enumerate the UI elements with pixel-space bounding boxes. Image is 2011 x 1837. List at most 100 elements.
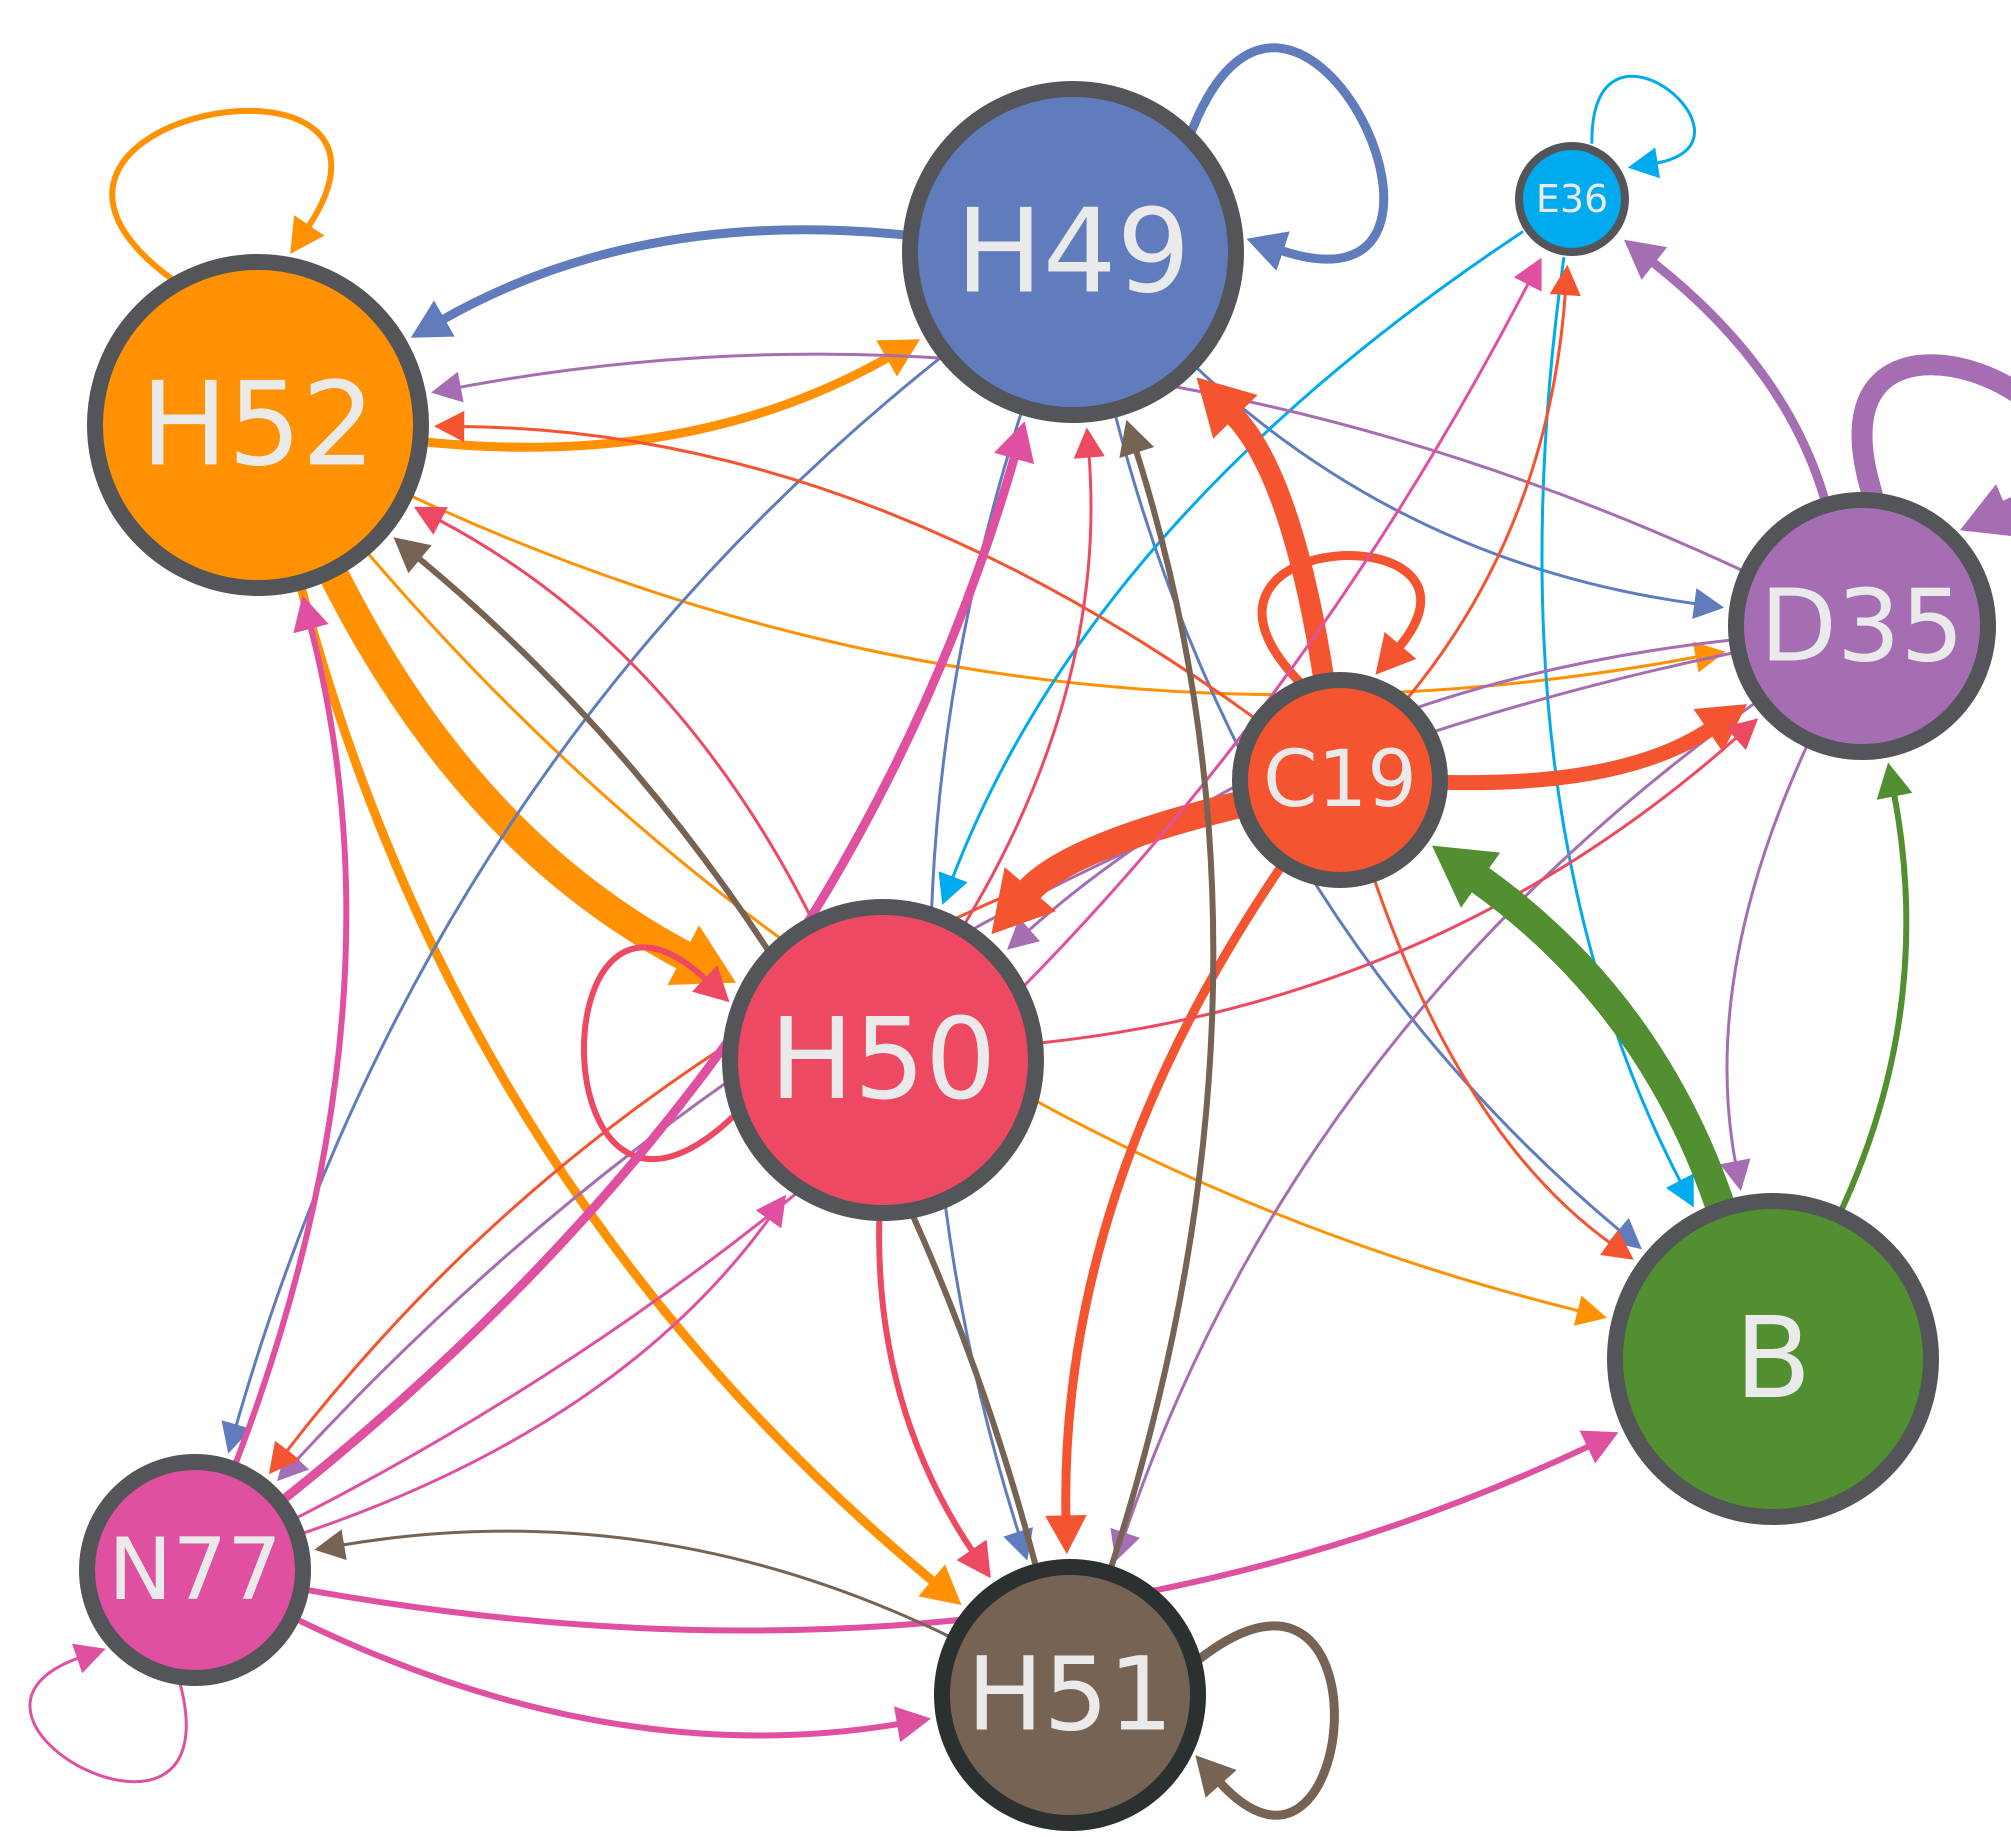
node-h52-label: H52 [141, 358, 376, 493]
edge-n77-to-h49-arrowhead [994, 421, 1035, 465]
edge-c19-to-c19-line [1257, 551, 1426, 686]
edge-h49-to-n77-arrowhead [221, 1420, 252, 1454]
node-c19-label: C19 [1263, 735, 1417, 825]
edge-c19-to-d35-line [1439, 720, 1719, 791]
edge-h51-to-h49-arrowhead [1119, 419, 1155, 458]
edge-h49-to-h49 [1187, 43, 1389, 271]
edge-n77-to-b-arrowhead [1579, 1430, 1619, 1464]
edge-h49-to-d35 [1195, 366, 1725, 619]
edge-h52-to-h50 [319, 561, 736, 985]
edge-h52-to-h52 [109, 107, 335, 282]
edge-b-to-c19-line [1462, 862, 1735, 1218]
edge-c19-to-h52-line [458, 425, 1255, 719]
edge-d35-to-b [1719, 745, 1808, 1191]
edge-c19-to-n77 [268, 809, 1240, 1475]
edge-h52-to-h50-line [319, 561, 702, 972]
edge-d35-to-e36-arrowhead [1624, 239, 1668, 280]
edge-h52-to-h50-arrowhead [667, 925, 736, 985]
edge-d35-to-b-line [1725, 745, 1808, 1167]
node-n77-circle[interactable] [79, 1454, 311, 1686]
edge-h50-to-d35 [1040, 718, 1759, 1045]
node-h51[interactable]: H51 [934, 1559, 1206, 1831]
edge-h51-to-n77-arrowhead [314, 1529, 347, 1561]
edge-c19-to-e36-line [1406, 289, 1567, 699]
edge-n77-to-h51-arrowhead [894, 1706, 931, 1743]
node-h49-circle[interactable] [902, 81, 1244, 423]
edge-c19-to-h51-arrowhead [1045, 1515, 1087, 1554]
edge-c19-to-h51-line [1061, 864, 1285, 1524]
node-e36-circle[interactable] [1515, 142, 1629, 256]
edge-h49-to-h49-arrowhead [1246, 231, 1290, 271]
edge-h51-to-n77-line [338, 1529, 950, 1638]
node-c19[interactable]: C19 [1232, 672, 1448, 888]
edge-h50-to-h49 [963, 427, 1105, 925]
node-h50-circle[interactable] [722, 899, 1044, 1221]
edge-c19-to-c19 [1257, 551, 1426, 686]
node-d35[interactable]: D35 [1728, 492, 1996, 760]
edge-d35-to-d35-arrowhead [1959, 484, 2011, 536]
edge-n77-to-n77 [28, 1643, 188, 1784]
edge-h52-to-h51-line [297, 584, 940, 1588]
edge-e36-to-b-arrowhead [1666, 1173, 1694, 1208]
edge-c19-to-n77-arrowhead [268, 1440, 300, 1475]
edge-h51-to-n77 [314, 1529, 950, 1638]
edge-c19-to-b-line [1373, 879, 1614, 1247]
node-d35-circle[interactable] [1728, 492, 1996, 760]
edge-h50-to-d35-line [1040, 734, 1741, 1045]
edge-h50-to-h52-arrowhead [413, 506, 448, 535]
edge-b-to-d35-line [1838, 789, 1910, 1213]
edge-c19-to-h50-arrowhead [991, 867, 1056, 935]
edge-h50-to-h50 [581, 944, 737, 1162]
edge-h50-to-h49-line [963, 452, 1093, 925]
edge-b-to-c19 [1432, 845, 1735, 1218]
edge-h52-to-h49 [422, 339, 921, 452]
edge-h52-to-d35 [410, 495, 1726, 697]
edge-h50-to-h52 [413, 506, 813, 919]
node-d35-label: D35 [1760, 568, 1964, 685]
edge-d35-to-b-arrowhead [1719, 1158, 1751, 1191]
edge-h50-to-h51-arrowhead [956, 1539, 991, 1579]
edge-h50-to-h50-arrowhead [692, 965, 730, 1003]
node-h49[interactable]: H49 [902, 81, 1244, 423]
edge-h52-to-d35-line [410, 495, 1702, 697]
node-n77[interactable]: N77 [79, 1454, 311, 1686]
edge-d35-to-e36 [1624, 239, 1829, 503]
edge-n77-to-h51-line [295, 1617, 904, 1739]
edge-c19-to-h52 [434, 410, 1255, 719]
edge-n77-to-h52-line [233, 621, 350, 1466]
edge-c19-to-d35 [1439, 704, 1747, 791]
node-h52[interactable]: H52 [87, 254, 429, 596]
edge-n77-to-h51 [295, 1617, 931, 1743]
edge-b-to-d35-arrowhead [1876, 762, 1913, 800]
edge-c19-to-h52-arrowhead [434, 410, 465, 443]
node-e36[interactable]: E36 [1515, 142, 1629, 256]
edge-h52-to-h49-arrowhead [876, 339, 921, 377]
edge-n77-to-h50-line [302, 1214, 773, 1535]
edge-h51-to-h51-line [1195, 1621, 1339, 1820]
node-c19-circle[interactable] [1232, 672, 1448, 888]
node-b-circle[interactable] [1607, 1193, 1939, 1525]
node-h50[interactable]: H50 [722, 899, 1044, 1221]
node-h52-circle[interactable] [87, 254, 429, 596]
edge-h51-to-h51-arrowhead [1195, 1755, 1237, 1798]
node-e36-label: E36 [1536, 177, 1608, 221]
edge-d35-to-h52-arrowhead [431, 371, 464, 403]
edge-n77-to-n77-arrowhead [72, 1643, 106, 1674]
edge-h49-to-n77-line [233, 356, 942, 1430]
edge-n77-to-b-line [305, 1442, 1594, 1634]
node-b-label: B [1735, 1294, 1812, 1424]
edge-d35-to-d35-line [1851, 354, 2011, 523]
edge-h52-to-h51-arrowhead [918, 1564, 962, 1605]
edge-c19-to-h49 [1196, 377, 1334, 685]
edge-c19-to-b [1373, 879, 1634, 1260]
node-b[interactable]: B [1607, 1193, 1939, 1525]
edge-n77-to-e36-line [295, 279, 1532, 1520]
node-h51-label: H51 [967, 1636, 1174, 1755]
edge-h49-to-h49-line [1187, 43, 1389, 264]
edge-h52-to-b-arrowhead [1573, 1295, 1607, 1326]
edge-h49-to-h52-arrowhead [410, 300, 455, 338]
edge-c19-to-n77-line [283, 809, 1240, 1455]
edge-e36-to-e36 [1590, 74, 1696, 179]
node-h51-circle[interactable] [934, 1559, 1206, 1831]
